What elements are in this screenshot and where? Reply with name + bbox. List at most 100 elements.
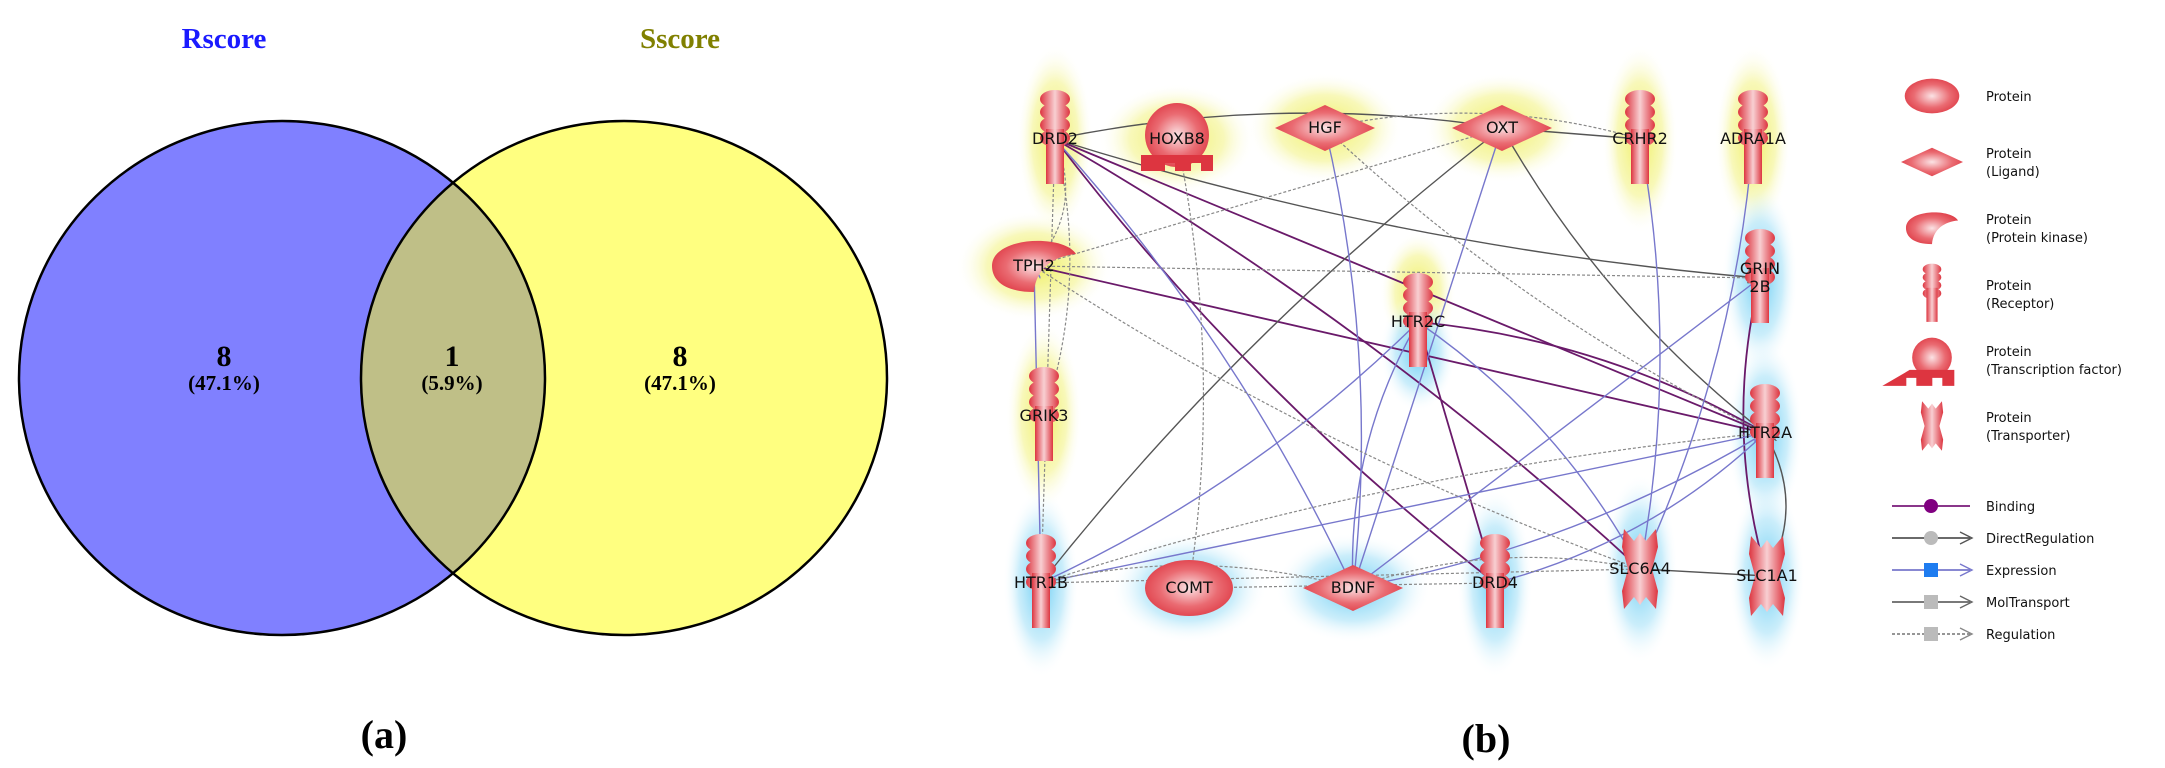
node-label-line: COMT: [1165, 578, 1213, 597]
receptor-stem: [1046, 129, 1064, 184]
node-slc1a1[interactable]: SLC1A1: [1736, 536, 1798, 616]
venn-count-rscore: 8: [217, 340, 232, 373]
edge-direct: [1639, 568, 1767, 576]
receptor-segment: [1738, 90, 1768, 108]
edge-expression: [1639, 139, 1753, 570]
legend-edge-regulation: Regulation: [1892, 627, 2055, 643]
transporter-shape: [1622, 529, 1658, 609]
node-label: BDNF: [1331, 578, 1375, 597]
node-label-line: DRD2: [1032, 129, 1078, 148]
legend-label: Protein: [1986, 345, 2032, 360]
edge-regulation: [1033, 265, 1640, 569]
legend-label: Protein: [1986, 213, 2032, 228]
ligand-shape: [1303, 565, 1403, 611]
legend-sublabel: (Transcription factor): [1986, 363, 2122, 378]
node-hgf[interactable]: HGF: [1275, 105, 1375, 151]
receptor-segment: [1026, 547, 1056, 565]
receptor-stem: [1926, 287, 1938, 322]
edge-expression: [1040, 322, 1418, 584]
edge-expression: [1494, 433, 1765, 584]
node-label-line: HGF: [1308, 118, 1342, 137]
node-label: DRD4: [1472, 573, 1518, 592]
node-label: HTR2A: [1738, 423, 1792, 442]
arrowhead-icon: [1959, 595, 1974, 609]
node-label: SLC6A4: [1609, 559, 1671, 578]
protein-shape: [1904, 78, 1960, 114]
node-label-line: DRD4: [1472, 573, 1518, 592]
kinase-shape: [1905, 212, 1959, 245]
legend-item-transporter: Protein(Transporter): [1920, 401, 2071, 451]
tf-shape: [1145, 103, 1209, 167]
node-htr2c[interactable]: HTR2C: [1391, 273, 1445, 367]
node-label-line: TPH2: [1012, 256, 1055, 275]
node-htr2a[interactable]: HTR2A: [1738, 384, 1792, 478]
node-label-line: ADRA1A: [1720, 129, 1786, 148]
panel-label-a: (a): [361, 712, 408, 757]
edge-binding: [1054, 138, 1641, 570]
receptor-segment: [1040, 103, 1070, 121]
venn-outline-sscore: [359, 119, 889, 637]
edge-expression: [1417, 321, 1640, 569]
legend-sublabel: (Protein kinase): [1986, 231, 2088, 246]
receptor-segment: [1480, 547, 1510, 565]
node-hoxb8[interactable]: HOXB8: [1141, 103, 1213, 171]
edge-regulation: [1324, 127, 1765, 433]
legend-edge-label: MolTransport: [1986, 596, 2070, 611]
node-drd4[interactable]: DRD4: [1472, 534, 1518, 628]
node-label: HTR1B: [1014, 573, 1068, 592]
edge-expression: [1353, 432, 1766, 588]
legend-label: Protein: [1986, 411, 2032, 426]
legend-edge-label: Expression: [1986, 564, 2057, 579]
ligand-shape: [1452, 105, 1552, 151]
node-slc6a4[interactable]: SLC6A4: [1609, 529, 1671, 609]
node-label: CRHR2: [1612, 129, 1668, 148]
legend-edge-label: Binding: [1986, 500, 2035, 515]
node-oxt[interactable]: OXT: [1452, 105, 1552, 151]
receptor-stem: [1486, 573, 1504, 628]
node-comt[interactable]: COMT: [1145, 560, 1233, 616]
legend-marker-square: [1924, 563, 1938, 577]
protein-shape: [1145, 560, 1233, 616]
node-label: SLC1A1: [1736, 566, 1798, 585]
legend-edge-direct: DirectRegulation: [1892, 531, 2094, 547]
venn-title-rscore: Rscore: [182, 23, 267, 55]
edge-regulation: [1041, 432, 1766, 583]
node-label-line: CRHR2: [1612, 129, 1668, 148]
receptor-segment: [1403, 273, 1433, 291]
receptor-stem: [1032, 573, 1050, 628]
node-tph2[interactable]: TPH2: [992, 240, 1076, 292]
tf-shape: [1912, 337, 1952, 378]
legend-marker-square: [1924, 595, 1938, 609]
receptor-segment: [1738, 103, 1768, 121]
node-adra1a[interactable]: ADRA1A: [1720, 90, 1786, 184]
node-label-line: BDNF: [1331, 578, 1375, 597]
tf-base: [1141, 155, 1213, 171]
edge-direct: [1054, 112, 1502, 140]
panel-label-b: (b): [1462, 716, 1511, 761]
node-label: COMT: [1165, 578, 1213, 597]
receptor-segment: [1745, 242, 1775, 260]
venn-count-sscore: 8: [673, 340, 688, 373]
receptor-segment: [1029, 367, 1059, 385]
node-label: DRD2: [1032, 129, 1078, 148]
node-drd2[interactable]: DRD2: [1032, 90, 1078, 184]
edge-regulation: [1325, 112, 1641, 140]
node-grik3[interactable]: GRIK3: [1020, 367, 1069, 461]
node-label: HOXB8: [1149, 129, 1205, 148]
tf-base: [1882, 369, 1955, 386]
venn-outline-rscore: [17, 119, 547, 637]
receptor-segment: [1029, 380, 1059, 398]
receptor-segment: [1745, 229, 1775, 247]
node-htr1b[interactable]: HTR1B: [1014, 534, 1068, 628]
node-crhr2[interactable]: CRHR2: [1612, 90, 1668, 184]
edge-expression: [1324, 127, 1363, 588]
legend-label: Protein: [1986, 147, 2032, 162]
arrowhead-icon: [1959, 627, 1974, 641]
edge-regulation: [1034, 127, 1503, 266]
receptor-segment: [1750, 384, 1780, 402]
node-bdnf[interactable]: BDNF: [1303, 565, 1403, 611]
edge-binding: [1033, 265, 1766, 434]
